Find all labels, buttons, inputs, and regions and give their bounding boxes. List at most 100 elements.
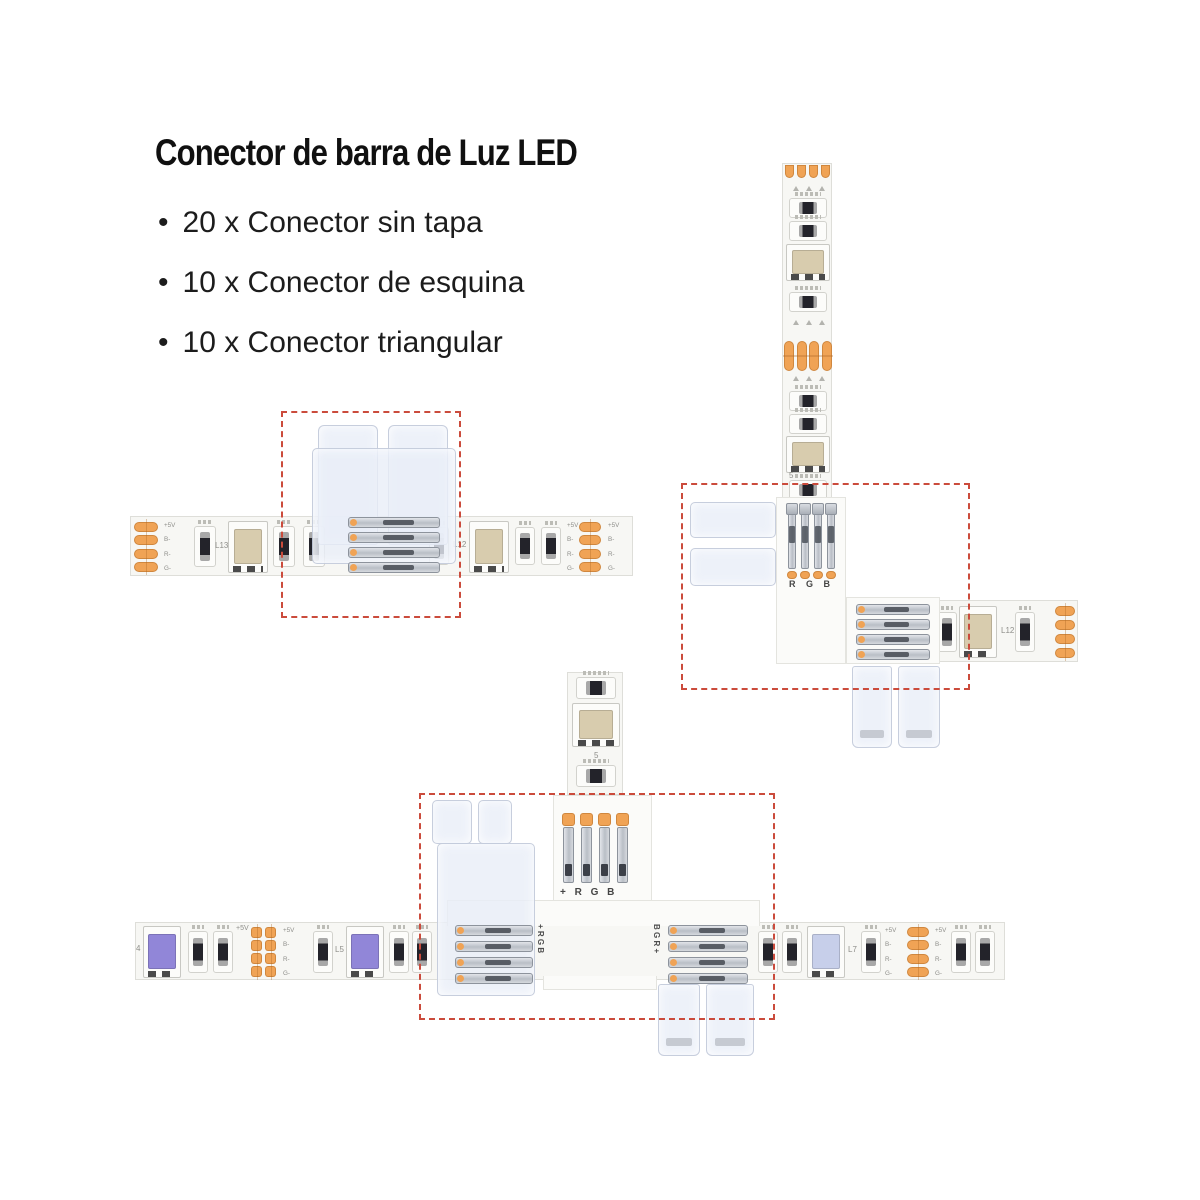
component-label: L13 [215,541,229,550]
bullet-icon: • [158,206,169,239]
resistor [313,925,333,973]
connector-pin [455,973,533,984]
dashed-highlight-box [419,793,775,1020]
list-item: • 10 x Conector de esquina [158,266,524,300]
mark-triangle [806,186,812,191]
led-chip [346,926,384,978]
resistor [541,521,561,565]
resistor [789,192,827,218]
led-chip [786,244,830,281]
solder-pad [1055,648,1075,658]
component-label: 4 [136,944,141,953]
resistor [951,925,971,973]
resistor [861,925,881,973]
marking-label: +5V [236,925,249,932]
led-strip-vertical: 5 [782,163,833,515]
connector-pin [348,547,440,558]
component-label: L7 [848,945,857,954]
connector-pin [668,957,748,968]
resistor [1015,606,1035,652]
mark-triangle [806,320,812,325]
resistor [576,671,616,699]
connector-pin [455,957,533,968]
clip-connector-body [437,843,535,996]
solder-pad [907,927,929,937]
marking-label: G- [885,970,893,977]
solder-pad [579,548,601,559]
connector-pin [348,532,440,543]
clip-connector-body [312,448,456,564]
resistor [789,408,827,434]
solder-pad [265,927,276,938]
pad-markings [793,320,825,325]
clip-connector-tab [690,548,776,586]
marking-label: +5V [567,522,579,529]
pad-markings [793,376,825,381]
led-chip [959,606,997,658]
mark-triangle [793,320,799,325]
led-chip [228,521,268,573]
solder-pad [251,966,262,977]
solder-pad [907,940,929,951]
component-label: L12 [1001,626,1015,635]
clip-connector-prong [658,984,700,1056]
connector-pin [856,604,930,615]
solder-pad [562,813,575,826]
solder-pad-column [1055,603,1075,661]
solder-pad-column [907,924,929,980]
marking-label: R- [164,551,171,558]
solder-pad [1055,634,1075,644]
solder-pad [579,561,601,572]
solder-pad [579,522,601,532]
bullet-icon: • [158,266,169,299]
rgb-pinout-label: + R G B [536,924,545,954]
feature-list: • 20 x Conector sin tapa • 10 x Conector… [158,206,524,386]
clip-connector-prong [852,666,892,748]
marking-label: +5V [283,927,295,934]
mark-triangle [793,186,799,191]
solder-pad-column [579,519,601,575]
resistor [789,385,827,411]
resistor [789,215,827,241]
solder-pad [1055,620,1075,630]
solder-pad-column [134,519,158,575]
solder-pad [821,165,830,178]
resistor [975,925,995,973]
component-label: L5 [335,945,344,954]
solder-pad [907,966,929,977]
pad-markings [793,186,825,191]
bullet-icon: • [158,326,169,359]
connector-pin [599,827,610,883]
connector-pin [812,503,824,569]
solder-pad [251,953,262,964]
marking-label: B- [608,536,615,543]
resistor [789,474,827,500]
marking-label: G- [608,565,616,572]
solder-pad [251,940,262,951]
connector-pin [563,827,574,883]
pad-markings: +5V B- R- G- [283,927,296,977]
rgb-pinout-label: R G B [789,579,835,589]
marking-label: +5V [608,522,620,529]
marking-label: +5V [885,927,897,934]
solder-pad [784,341,794,371]
led-strip: L12 [930,600,1078,662]
connector-pin [668,941,748,952]
led-chip [143,926,181,978]
led-strip-vertical: 5 [567,671,623,795]
solder-pad [251,927,262,938]
solder-joint-row [784,341,832,371]
resistor [412,925,432,973]
component-label: 5 [594,751,599,760]
solder-pad [579,535,601,546]
resistor [273,520,295,567]
resistor [194,520,216,567]
solder-pad [907,953,929,964]
connector-pin [617,827,628,883]
marking-label: R- [608,551,615,558]
solder-pad [809,165,818,178]
mark-triangle [819,186,825,191]
pad-markings: +5V B- R- G- [164,522,177,572]
connector-pin [856,649,930,660]
